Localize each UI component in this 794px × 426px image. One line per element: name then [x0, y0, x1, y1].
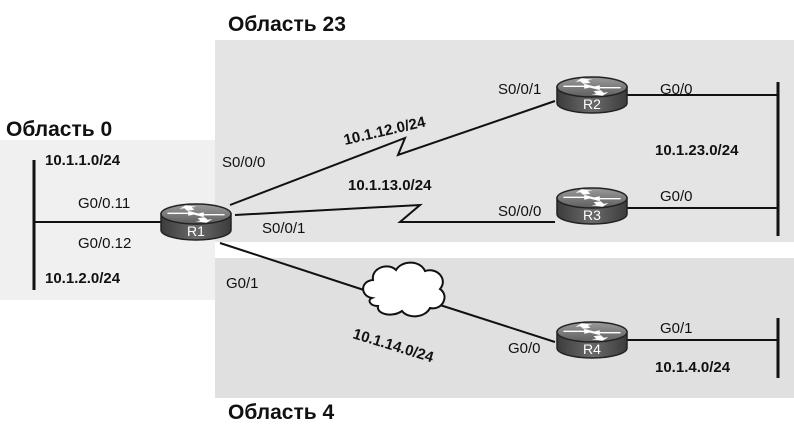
network-r2r3-label: 10.1.23.0/24	[655, 142, 739, 159]
r1-s001-label: S0/0/1	[262, 220, 305, 237]
area-0-label: Область 0	[6, 118, 112, 141]
r1-g01-label: G0/1	[226, 275, 259, 292]
r1-g0012-label: G0/0.12	[78, 235, 131, 252]
link-r1-r3	[234, 203, 555, 223]
r2-g00-label: G0/0	[660, 81, 693, 98]
router-r1[interactable]: R1	[160, 203, 232, 241]
area-4-label: Область 4	[228, 401, 335, 424]
r1-s000-label: S0/0/0	[222, 154, 265, 171]
r3-g00-label: G0/0	[660, 188, 693, 205]
router-r4[interactable]: R4	[556, 321, 628, 359]
r4-g01-label: G0/1	[660, 320, 693, 337]
r2-s001-label: S0/0/1	[498, 81, 541, 98]
r1-g0011-label: G0/0.11	[78, 195, 130, 212]
link-cloud-r4	[439, 304, 556, 343]
router-r1-label: R1	[187, 223, 205, 239]
link-r1-r2	[229, 100, 556, 206]
link-r1-cloud	[219, 242, 371, 293]
wan-cloud-icon	[362, 261, 446, 318]
r4-g00-label: G0/0	[508, 340, 541, 357]
network-lan4-label: 10.1.4.0/24	[655, 359, 731, 376]
router-r2-label: R2	[583, 96, 601, 112]
router-r2[interactable]: R2	[556, 76, 628, 114]
area-4-region	[215, 258, 794, 398]
router-r3[interactable]: R3	[556, 187, 628, 225]
network-lan12-label: 10.1.2.0/24	[45, 270, 121, 287]
router-r4-label: R4	[583, 341, 601, 357]
r3-s000-label: S0/0/0	[498, 203, 541, 220]
router-r3-label: R3	[583, 207, 601, 223]
area-23-label: Область 23	[228, 13, 346, 36]
network-lan11-label: 10.1.1.0/24	[45, 152, 121, 169]
network-r1r3-label: 10.1.13.0/24	[348, 177, 432, 194]
